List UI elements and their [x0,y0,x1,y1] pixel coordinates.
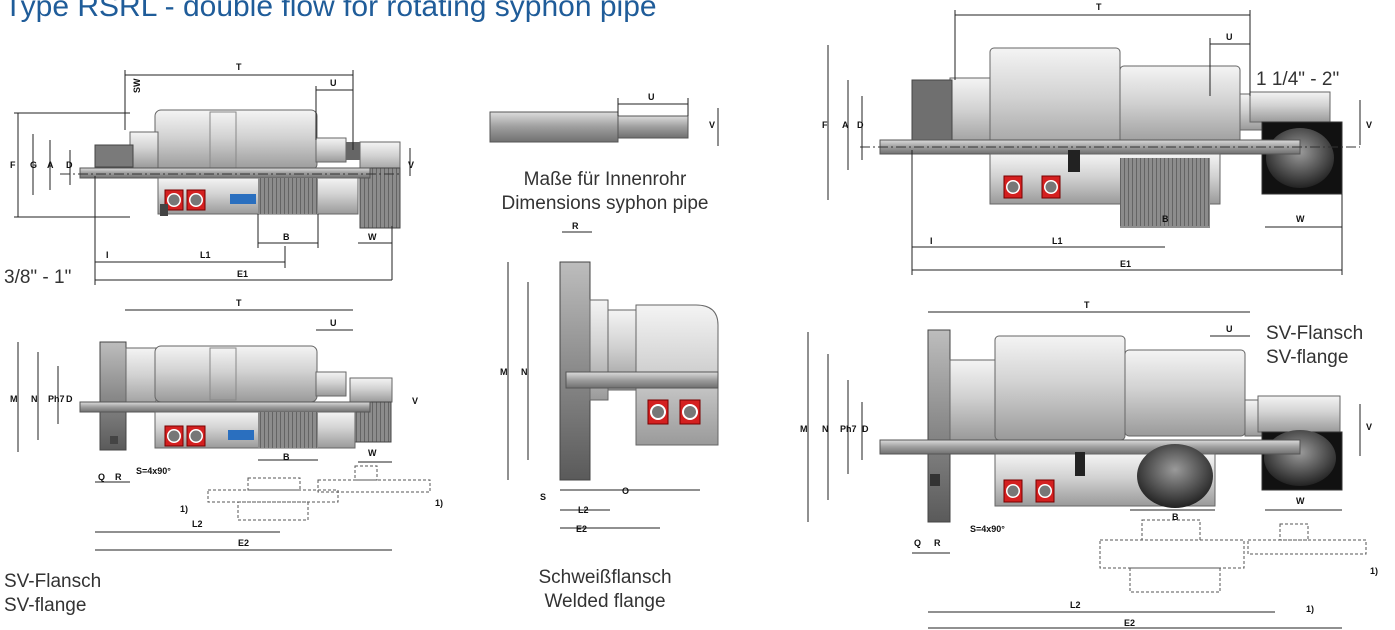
large-label-t: T [1096,2,1102,12]
dim-label-a: A [47,160,54,170]
sv-large-label-d: D [862,424,869,434]
large-label-u: U [1226,32,1233,42]
caption-inner-pipe: Maße für Innenrohr Dimensions syphon pip… [460,168,750,216]
drawing-small-joint [60,109,401,229]
sv-large-label-l2: L2 [1070,600,1081,610]
dim-label-b: B [283,232,290,242]
sv-large-label-n: N [822,424,829,434]
weld-label-m: M [500,367,508,377]
large-label-a: A [842,120,849,130]
caption-welded-flange: Schweißflansch Welded flange [490,566,720,614]
caption-sv-flange-small-en: SV-flange [4,595,87,616]
drawing-sv-flange-large [807,311,1367,629]
dim-label-l1: L1 [200,250,211,260]
caption-sv-flange-small-de: SV-Flansch [4,571,102,592]
sv-small-label-q: Q [98,472,105,482]
sv-large-label-e2: E2 [1124,618,1135,628]
caption-sv-flange-small: SV-Flansch SV-flange [4,570,101,618]
pipe-label-u: U [648,92,655,102]
large-label-b: B [1162,214,1169,224]
weld-label-r: R [572,221,579,231]
pipe-label-v: V [709,120,715,130]
large-label-w: W [1296,214,1305,224]
dim-label-w: W [368,232,377,242]
dim-label-sw: SW [132,78,142,93]
large-label-i: I [930,236,933,246]
sv-small-label-l2: L2 [192,519,203,529]
weld-label-o: O [622,486,629,496]
large-label-e1: E1 [1120,259,1131,269]
sv-large-note-2: 1) [1306,604,1314,614]
sv-small-label-p: Ph7 [48,394,65,404]
sv-small-label-w: W [368,448,377,458]
dim-label-v: V [408,160,414,170]
large-label-l1: L1 [1052,236,1063,246]
sv-large-label-u: U [1226,324,1233,334]
dim-label-g: G [30,160,37,170]
large-label-v: V [1366,120,1372,130]
sv-large-label-t: T [1084,300,1090,310]
sv-small-note-2: 1) [435,498,443,508]
large-label-f: F [822,120,828,130]
sv-small-note-1: 1) [180,504,188,514]
drawing-large-joint [827,10,1361,275]
sv-large-label-w: W [1296,496,1305,506]
size-caption-large: 1 1/4" - 2" [1256,69,1340,90]
dim-label-d: D [66,160,73,170]
sv-large-label-m: M [800,424,808,434]
large-label-d: D [857,120,864,130]
sv-large-label-v: V [1366,422,1372,432]
drawing-welded-flange [507,231,719,529]
caption-inner-pipe-en: Dimensions syphon pipe [501,193,709,214]
drawing-sv-flange-small [17,309,431,551]
sv-small-label-r: R [115,472,122,482]
sv-large-label-p: Ph7 [840,424,857,434]
sv-small-label-e2: E2 [238,538,249,548]
sv-large-label-r: R [934,538,941,548]
dimensions-small-joint [14,70,411,285]
caption-sv-flange-large-en: SV-flange [1266,347,1349,368]
size-caption-small: 3/8" - 1" [4,267,72,288]
weld-label-e2: E2 [576,524,587,534]
caption-welded-flange-en: Welded flange [544,591,666,612]
dim-label-i: I [106,250,109,260]
caption-sv-flange-large: SV-Flansch SV-flange [1266,322,1363,370]
caption-inner-pipe-de: Maße für Innenrohr [523,169,687,190]
caption-welded-flange-de: Schweißflansch [538,567,672,588]
weld-label-s: S [540,492,546,502]
drawing-syphon-pipe [489,98,719,146]
dim-label-e1: E1 [237,269,248,279]
caption-sv-flange-large-de: SV-Flansch [1266,323,1364,344]
weld-label-l2: L2 [578,505,589,515]
sv-small-label-v: V [412,396,418,406]
page-title: Type RSRL - double flow for rotating syp… [4,0,657,23]
dim-label-t: T [236,62,242,72]
sv-small-label-b: B [283,452,290,462]
sv-small-label-n: N [31,394,38,404]
dim-label-u: U [330,78,337,88]
sv-small-label-u: U [330,318,337,328]
sv-large-label-q: Q [914,538,921,548]
sv-small-label-m: M [10,394,18,404]
sv-large-note-1: 1) [1370,566,1378,576]
weld-label-n: N [521,367,528,377]
sv-large-label-s: S=4x90° [970,524,1005,534]
dim-label-f: F [10,160,16,170]
sv-large-label-b: B [1172,512,1179,522]
sv-small-label-s: S=4x90° [136,466,171,476]
sv-small-label-t: T [236,298,242,308]
sv-small-label-d: D [66,394,73,404]
